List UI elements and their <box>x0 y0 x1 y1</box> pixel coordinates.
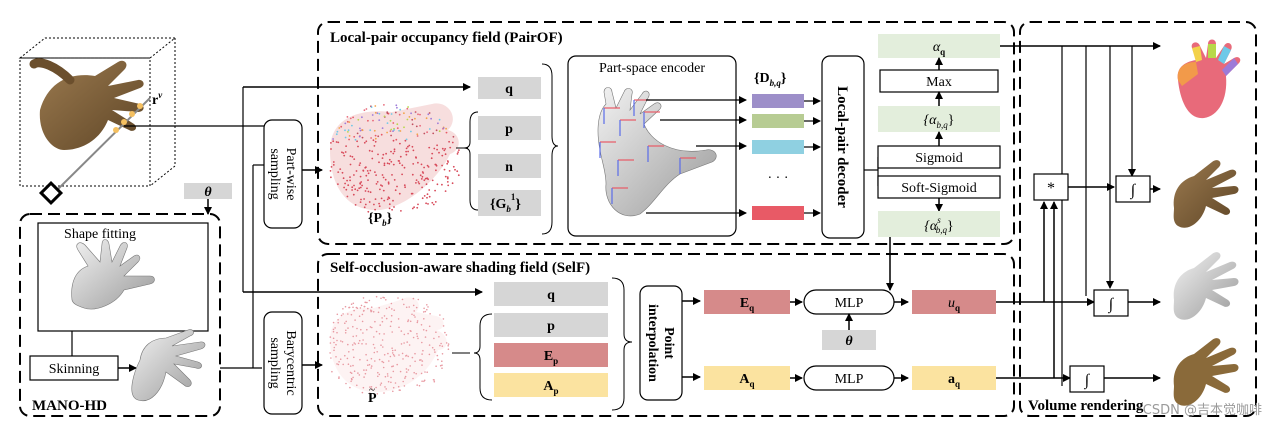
integral-bottom-box <box>1069 365 1105 393</box>
aqo-box <box>912 366 996 390</box>
pairof-q-label: q <box>505 82 513 97</box>
alpha-q-box <box>878 34 1000 58</box>
self-ap-label: Ap <box>543 379 558 396</box>
self-p-label: p <box>547 319 555 334</box>
point-interpolation-box <box>639 285 683 401</box>
pairof-n-box <box>478 154 541 178</box>
self-ep-box <box>494 343 608 367</box>
mult-box <box>1033 173 1069 201</box>
dbq-bar-purple <box>752 94 804 108</box>
encoder-part-frames <box>599 99 696 204</box>
aq-label: Aq <box>739 372 754 389</box>
shape-fitting-hand <box>71 239 155 310</box>
output-hand-albedo <box>1173 338 1239 406</box>
soft-sigmoid-label: Soft-Sigmoid <box>901 181 976 196</box>
dbq-bar-olive <box>752 114 804 128</box>
self-point-cloud <box>329 295 450 395</box>
pb-set-label: {Pb} <box>368 211 393 228</box>
dbq-dots: · · · <box>768 171 789 186</box>
alpha-q-label: αq <box>933 40 945 57</box>
output-hand-full <box>1173 160 1239 228</box>
output-hand-shading <box>1173 252 1239 320</box>
mult-label: * <box>1047 180 1055 197</box>
self-right-brace <box>611 277 633 411</box>
partwise-sampling-box <box>263 119 303 229</box>
theta-top-box <box>184 183 232 199</box>
pairof-n-label: n <box>505 160 513 175</box>
dbq-label: {Db,q} <box>754 71 787 88</box>
integral-mid-label: ∫ <box>1108 296 1115 314</box>
pairof-left-brace <box>463 111 479 211</box>
theta-mid-box <box>822 330 876 350</box>
posed-mano-hand <box>131 329 206 402</box>
pairof-right-brace <box>541 63 559 235</box>
output-hand-parts <box>1177 39 1241 119</box>
local-pair-decoder-label: Local-pair decoder <box>834 86 850 208</box>
self-ep-label: Ep <box>544 349 558 366</box>
self-ap-box <box>494 373 608 397</box>
pairof-g-box <box>478 190 541 216</box>
self-q-box <box>494 282 608 306</box>
dbq-bar-red <box>752 206 804 220</box>
pairof-title: Local-pair occupancy field (PairOF) <box>330 30 563 46</box>
theta-top-label: θ <box>204 185 212 200</box>
part-point-cloud <box>329 103 460 213</box>
partwise-sampling-label: Part-wisesampling <box>267 148 298 201</box>
eq-box <box>704 290 790 314</box>
self-frame <box>317 253 1015 417</box>
pairof-frame <box>317 21 1015 245</box>
self-p-box <box>494 313 608 337</box>
volume-frame <box>1019 21 1257 417</box>
barycentric-sampling-box <box>263 311 303 415</box>
self-left-brace <box>473 313 493 401</box>
theta-mid-label: θ <box>845 334 853 349</box>
watermark: CSDN @吉本觉咖啡 <box>1143 403 1262 418</box>
skinning-label: Skinning <box>49 362 100 377</box>
self-q-label: q <box>547 288 555 303</box>
aq-box <box>704 366 790 390</box>
pairof-g-label: {Gb1} <box>490 192 521 214</box>
mlp2-label: MLP <box>835 372 864 387</box>
ptilde-tilde: ~ <box>369 384 375 396</box>
self-title: Self-occlusion-aware shading field (SelF… <box>330 260 590 276</box>
alpha-bq-label: {αb,q} <box>924 113 955 130</box>
alpha-s-box <box>878 211 1000 237</box>
volume-title: Volume rendering <box>1028 398 1144 414</box>
mano-title: MANO-HD <box>32 398 107 414</box>
ray-label: rv <box>152 90 163 108</box>
uq-label: uq <box>948 296 960 313</box>
max-label: Max <box>926 75 952 90</box>
alpha-bq-box <box>878 106 1000 132</box>
pairof-p-box <box>478 116 541 140</box>
integral-mid-box <box>1093 289 1129 317</box>
pairof-q-box <box>478 77 541 99</box>
integral-top-box <box>1115 175 1151 203</box>
shape-fitting-label: Shape fitting <box>64 227 136 242</box>
mlp1-label: MLP <box>835 296 864 311</box>
point-interpolation-label: Pointinterpolation <box>645 304 676 382</box>
local-pair-decoder-box <box>821 55 865 239</box>
sigmoid-label: Sigmoid <box>915 151 962 166</box>
barycentric-sampling-label: Barycentricsampling <box>267 330 298 395</box>
mano-frame <box>19 213 221 417</box>
integral-bottom-label: ∫ <box>1084 372 1091 390</box>
ptilde-label: P <box>368 391 377 406</box>
sigmoid-box <box>877 145 1001 169</box>
uq-box <box>912 290 996 314</box>
part-space-encoder-label: Part-space encoder <box>599 61 705 76</box>
integral-top-label: ∫ <box>1130 182 1137 200</box>
input-image-cube <box>18 37 177 206</box>
dbq-bar-cyan <box>752 140 804 154</box>
pairof-p-label: p <box>505 122 513 137</box>
eq-label: Eq <box>740 296 754 313</box>
aqo-label: aq <box>948 372 960 389</box>
